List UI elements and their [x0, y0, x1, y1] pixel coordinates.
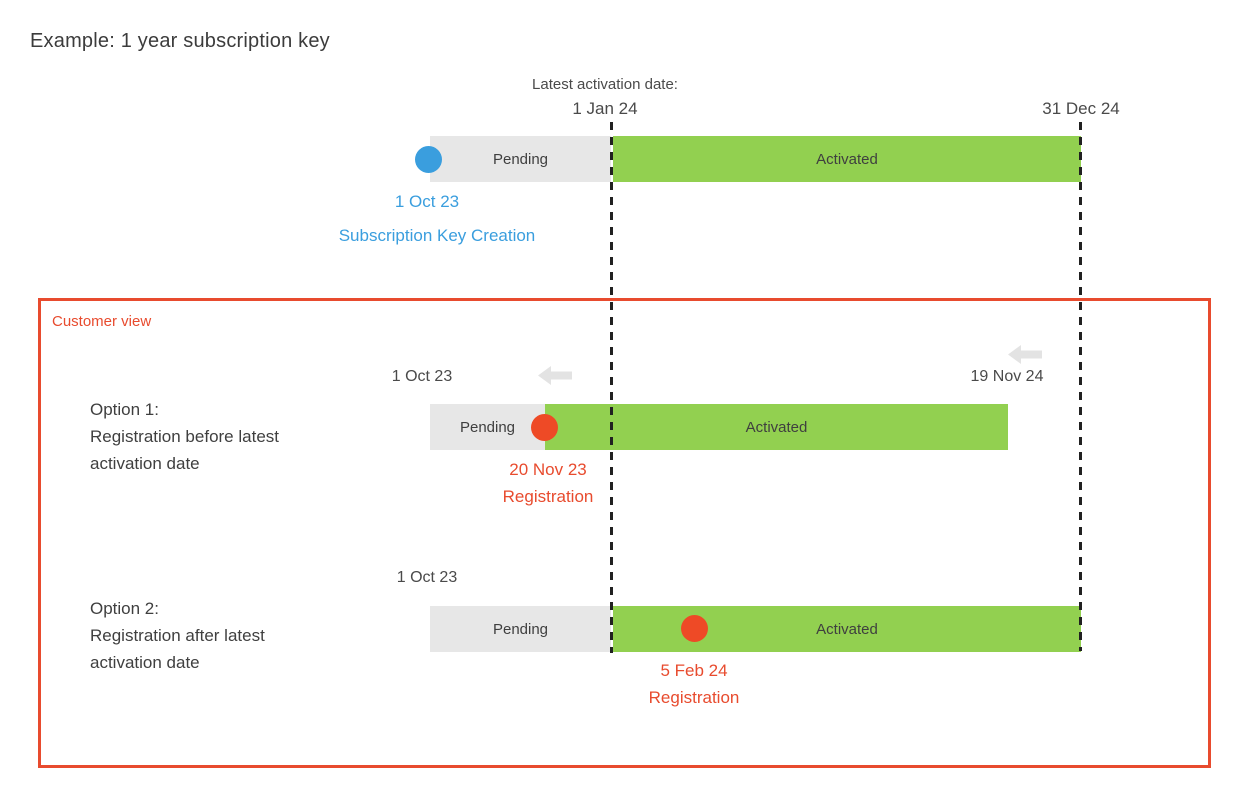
option1-desc-line1: Registration before latest — [90, 427, 279, 446]
creation-date: 1 Oct 23 — [394, 192, 460, 211]
shift-left-arrow-icon — [1008, 345, 1042, 369]
option1-end-date: 19 Nov 24 — [970, 368, 1044, 385]
option2-desc-line2: activation date — [90, 653, 200, 672]
dashed-line-end-date — [1079, 122, 1082, 651]
option1-title: Option 1: — [90, 400, 159, 419]
option1-start-date: 1 Oct 23 — [391, 368, 453, 385]
creation-date-dot-icon — [415, 146, 442, 173]
key-timeline-activated-bar: Activated — [613, 136, 1081, 182]
shift-left-arrow-icon — [538, 366, 572, 390]
pending-bar-label: Pending — [492, 620, 549, 638]
option1-description: Option 1: Registration before latest act… — [90, 396, 370, 477]
option2-title: Option 2: — [90, 599, 159, 618]
customer-view-box — [38, 298, 1211, 768]
option1-registration-date: 20 Nov 23 — [509, 460, 587, 479]
pending-bar-label: Pending — [492, 150, 549, 168]
dashed-line-latest-activation — [610, 122, 613, 653]
option1-registration-label: Registration — [502, 487, 594, 506]
latest-activation-date-label: Latest activation date: — [532, 76, 678, 93]
option2-description: Option 2: Registration after latest acti… — [90, 595, 370, 676]
customer-view-label: Customer view — [52, 313, 152, 330]
activated-bar-label: Activated — [816, 620, 878, 638]
option1-activated-bar: Activated — [545, 404, 1008, 450]
option2-desc-line1: Registration after latest — [90, 626, 265, 645]
latest-activation-date-value: 1 Jan 24 — [572, 99, 638, 118]
option2-registration-dot-icon — [681, 615, 708, 642]
activated-bar-label: Activated — [816, 150, 878, 168]
activated-bar-label: Activated — [745, 418, 808, 436]
option2-registration-date: 5 Feb 24 — [660, 661, 728, 680]
key-timeline-pending-bar: Pending — [430, 136, 611, 182]
creation-label: Subscription Key Creation — [338, 226, 536, 245]
option2-start-date: 1 Oct 23 — [396, 569, 458, 586]
page-title: Example: 1 year subscription key — [30, 30, 330, 52]
option2-registration-label: Registration — [648, 688, 740, 707]
option2-pending-bar: Pending — [430, 606, 611, 652]
pending-bar-label: Pending — [459, 418, 516, 436]
option1-pending-bar: Pending — [430, 404, 545, 450]
option1-desc-line2: activation date — [90, 454, 200, 473]
option1-registration-dot-icon — [531, 414, 558, 441]
subscription-end-date-value: 31 Dec 24 — [1042, 99, 1120, 118]
